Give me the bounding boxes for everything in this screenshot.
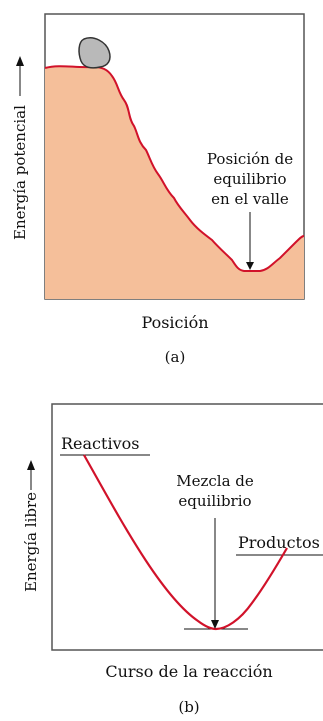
annotation-b-line1: Mezcla de (176, 472, 254, 490)
arrowhead-b (211, 620, 219, 629)
caption-b: (b) (178, 698, 199, 716)
panel-b-frame (51, 403, 323, 651)
panel-a: Posición de equilibrio en el valle Energ… (11, 13, 305, 366)
y-axis-arrowhead-b (27, 460, 35, 470)
y-axis-label-a: Energía potencial (11, 105, 29, 240)
y-axis-arrowhead-a (16, 56, 24, 66)
boulder (78, 37, 111, 69)
reactants-label: Reactivos (61, 434, 139, 453)
potential-energy-area (45, 66, 304, 299)
panel-b: Reactivos Productos Mezcla de equilibrio… (22, 403, 323, 716)
annotation-a-line1: Posición de (207, 150, 293, 168)
annotation-a-line3: en el valle (211, 190, 289, 208)
annotation-b-line2: equilibrio (178, 492, 251, 510)
x-axis-label-b: Curso de la reacción (105, 662, 272, 681)
x-axis-label-a: Posición (141, 313, 208, 332)
free-energy-curve (83, 454, 288, 631)
products-label: Productos (238, 533, 320, 552)
caption-a: (a) (165, 348, 186, 366)
y-axis-label-b: Energía libre (22, 492, 40, 592)
arrowhead-a (246, 262, 254, 270)
potential-energy-curve (44, 65, 305, 272)
annotation-a-line2: equilibrio (213, 170, 286, 188)
